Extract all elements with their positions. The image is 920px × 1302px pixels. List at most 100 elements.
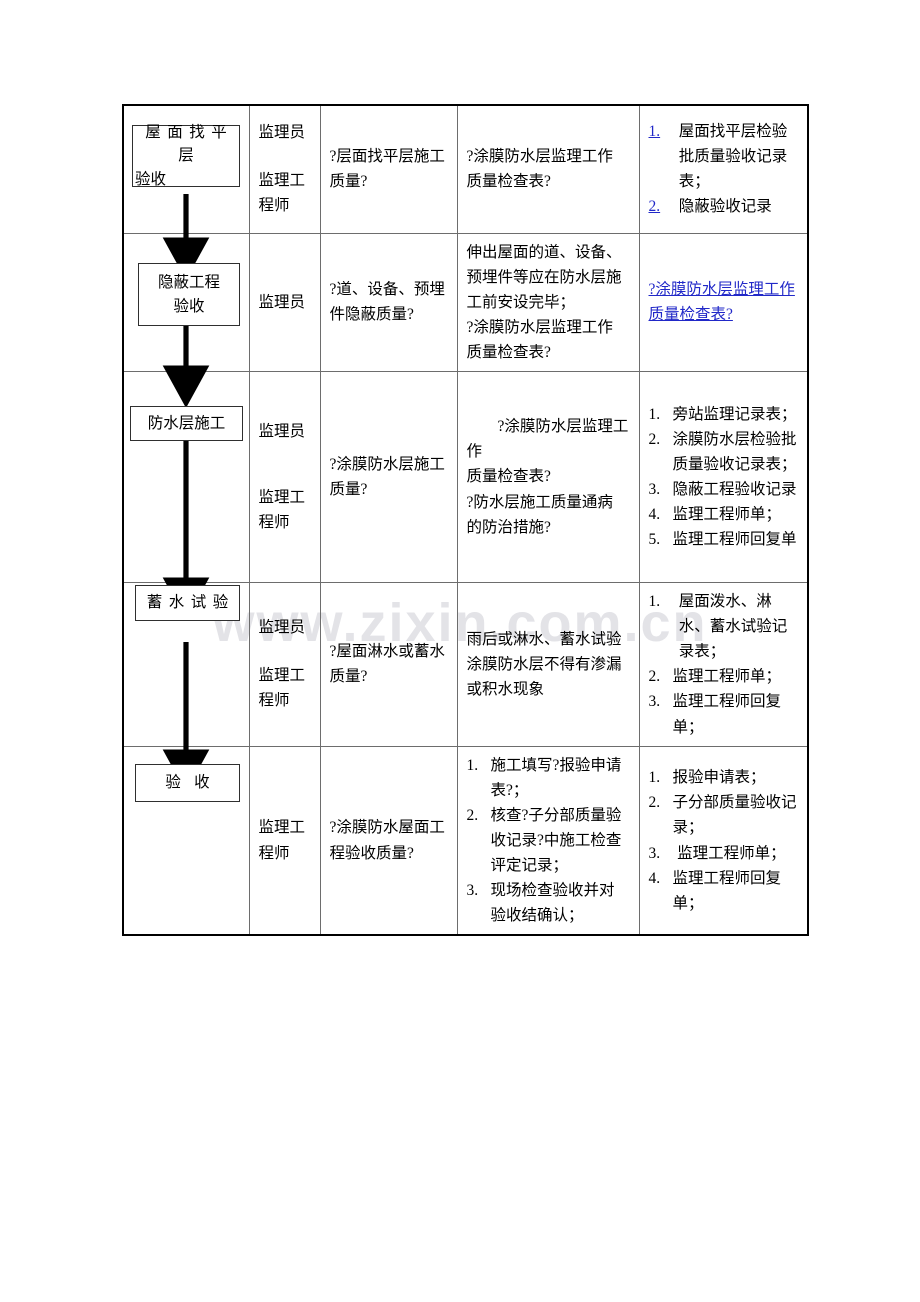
control-line: ?涂膜防水层施工	[329, 455, 445, 473]
table-row: 监理员 监理工程师 ?涂膜防水层施工 质量? ?涂膜防水层监理工作 质量检查表?…	[122, 371, 809, 584]
basis-line: 质量检查表?	[466, 343, 551, 361]
basis-line: 质量检查表?	[466, 173, 551, 191]
list-item: 1. 施工填写?报验申请表?；	[467, 753, 630, 803]
basis-cell-3: ?涂膜防水层监理工作 质量检查表? ?防水层施工质量通病 的防治措施?	[456, 371, 640, 584]
basis-line: 工前安设完毕；	[466, 293, 576, 311]
list-number: 2.	[466, 806, 479, 824]
control-line: ?涂膜防水屋面工	[329, 819, 445, 837]
records-list: 1. 屋面找平层检验批质量验收记录表； 2. 隐蔽验收记录	[649, 119, 799, 219]
control-line: 质量?	[329, 173, 368, 191]
basis-line: 的防治措施?	[466, 518, 551, 536]
basis-line: 雨后或淋水、蓄水试验	[466, 630, 622, 648]
list-text: 监理工程师单；	[672, 506, 782, 524]
role-cell-5: 监理工程师	[248, 745, 321, 937]
flow-node-roof-leveling-acceptance[interactable]: 屋面找平层 验收	[132, 124, 240, 188]
control-line: ?层面找平层施工	[329, 148, 445, 166]
flow-node-label: 验收	[173, 297, 205, 315]
basis-line: 预埋件等应在防水层施	[466, 268, 622, 286]
basis-cell-2: 伸出屋面的道、设备、 预埋件等应在防水层施 工前安设完毕； ?涂膜防水层监理工作…	[456, 232, 640, 373]
flow-node-label: 蓄水试验	[146, 594, 235, 612]
role-line-2: 监理工程师	[258, 819, 306, 862]
list-number: 5.	[648, 531, 661, 549]
list-text: 屋面找平层检验批质量验收记录表；	[678, 123, 788, 191]
list-text: 报验申请表；	[672, 769, 766, 787]
basis-cell-1: ?涂膜防水层监理工作 质量检查表?	[456, 104, 640, 234]
list-item: 2. 涂膜防水层检验批质量验收记录表；	[649, 427, 799, 477]
list-text: 隐蔽工程验收记录	[672, 481, 797, 499]
basis-line: ?涂膜防水层监理工作	[466, 418, 629, 461]
records-list: 1. 屋面泼水、淋水、蓄水试验记录表； 2. 监理工程师单； 3. 监理工程师回…	[649, 589, 799, 740]
list-number-link[interactable]: 1.	[648, 123, 661, 141]
list-number: 4.	[648, 506, 661, 524]
role-line-1: 监理员	[258, 293, 306, 311]
records-list: 1. 报验申请表； 2. 子分部质量验收记录； 3. 监理工程师单； 4. 监理…	[649, 765, 799, 916]
role-cell-1: 监理员 监理工程师	[248, 104, 321, 234]
basis-line: 质量检查表?	[466, 468, 551, 486]
list-number: 1.	[648, 593, 661, 611]
list-text: 施工填写?报验申请表?；	[490, 756, 622, 799]
list-item: 1. 旁站监理记录表；	[649, 402, 799, 427]
list-text: 子分部质量验收记录；	[672, 794, 797, 837]
records-cell-1: 1. 屋面找平层检验批质量验收记录表； 2. 隐蔽验收记录	[638, 104, 809, 234]
records-cell-5: 1. 报验申请表； 2. 子分部质量验收记录； 3. 监理工程师单； 4. 监理…	[638, 745, 809, 937]
monitoring-process-table: 监理员 监理工程师 ?层面找平层施工 质量? ?涂膜防水层监理工作 质量检查表?…	[122, 104, 809, 937]
flow-node-label: 隐蔽工程	[157, 274, 220, 292]
list-text: 监理工程师回复单	[672, 531, 797, 549]
flow-node-concealed-works-acceptance[interactable]: 隐蔽工程 验收	[138, 263, 240, 326]
list-item: 4. 监理工程师回复单；	[649, 866, 799, 916]
list-item: 2. 子分部质量验收记录；	[649, 790, 799, 840]
list-number: 2.	[648, 794, 661, 812]
list-number: 3.	[648, 481, 661, 499]
list-text: 监理工程师单；	[677, 844, 786, 862]
role-line-2: 监理工程师	[258, 171, 306, 215]
basis-line: 伸出屋面的道、设备、	[466, 243, 622, 261]
list-item: 1. 屋面泼水、淋水、蓄水试验记录表；	[649, 589, 799, 664]
list-item: 2. 核查?子分部质量验收记录?中施工检查评定记录；	[467, 803, 630, 878]
flow-node-waterproof-layer-construction[interactable]: 防水层施工	[130, 406, 243, 441]
records-cell-4: 1. 屋面泼水、淋水、蓄水试验记录表； 2. 监理工程师单； 3. 监理工程师回…	[638, 582, 809, 747]
flow-node-label: 防水层施工	[147, 414, 226, 432]
list-number-link[interactable]: 2.	[648, 198, 661, 216]
role-cell-4: 监理员 监理工程师	[248, 582, 321, 747]
list-text: 核查?子分部质量验收记录?中施工检查评定记录；	[490, 806, 622, 875]
list-number: 2.	[648, 668, 661, 686]
flow-cell-3	[122, 371, 250, 584]
control-point-cell-3: ?涂膜防水层施工 质量?	[319, 371, 458, 584]
role-line-1: 监理员	[258, 124, 306, 142]
flow-node-final-acceptance[interactable]: 验 收	[135, 764, 240, 802]
list-number: 3.	[648, 693, 661, 711]
basis-cell-5: 1. 施工填写?报验申请表?； 2. 核查?子分部质量验收记录?中施工检查评定记…	[456, 745, 640, 937]
list-item[interactable]: 2. 隐蔽验收记录	[649, 194, 799, 219]
list-text: 屋面泼水、淋水、蓄水试验记录表；	[678, 593, 788, 661]
basis-line: 涂膜防水层不得有渗漏	[466, 655, 622, 673]
control-line: 件隐蔽质量?	[329, 306, 414, 324]
basis-line: ?涂膜防水层监理工作	[466, 318, 613, 336]
list-text: 旁站监理记录表；	[672, 405, 797, 423]
list-text: 监理工程师回复单；	[672, 693, 782, 736]
flow-node-label: 验收	[135, 170, 167, 188]
role-cell-2: 监理员	[248, 232, 321, 373]
basis-line: 或积水现象	[466, 680, 545, 698]
list-number: 1.	[648, 769, 661, 787]
control-line: 程验收质量?	[329, 844, 414, 862]
control-point-cell-1: ?层面找平层施工 质量?	[319, 104, 458, 234]
list-item: 3. 监理工程师单；	[649, 841, 799, 866]
list-text: 隐蔽验收记录	[678, 198, 772, 216]
basis-list: 1. 施工填写?报验申请表?； 2. 核查?子分部质量验收记录?中施工检查评定记…	[467, 753, 630, 929]
control-line: ?屋面淋水或蓄水	[329, 643, 445, 661]
records-hyperlink[interactable]: ?涂膜防水层监理工作质量检查表?	[648, 281, 795, 324]
role-line-2: 监理工程师	[258, 667, 306, 710]
list-number: 1.	[466, 756, 479, 774]
list-number: 2.	[648, 430, 661, 448]
list-item[interactable]: 1. 屋面找平层检验批质量验收记录表；	[649, 119, 799, 194]
basis-line: ?防水层施工质量通病	[466, 493, 613, 511]
control-line: 质量?	[329, 668, 368, 686]
list-item: 5. 监理工程师回复单	[649, 527, 799, 552]
role-line-1: 监理员	[258, 619, 306, 637]
flow-node-water-storage-test[interactable]: 蓄水试验	[135, 585, 240, 621]
control-line: ?道、设备、预埋	[329, 281, 445, 299]
basis-cell-4: 雨后或淋水、蓄水试验 涂膜防水层不得有渗漏 或积水现象	[456, 582, 640, 747]
control-line: 质量?	[329, 481, 368, 499]
list-item: 3. 监理工程师回复单；	[649, 689, 799, 739]
list-text: 监理工程师回复单；	[672, 869, 782, 912]
